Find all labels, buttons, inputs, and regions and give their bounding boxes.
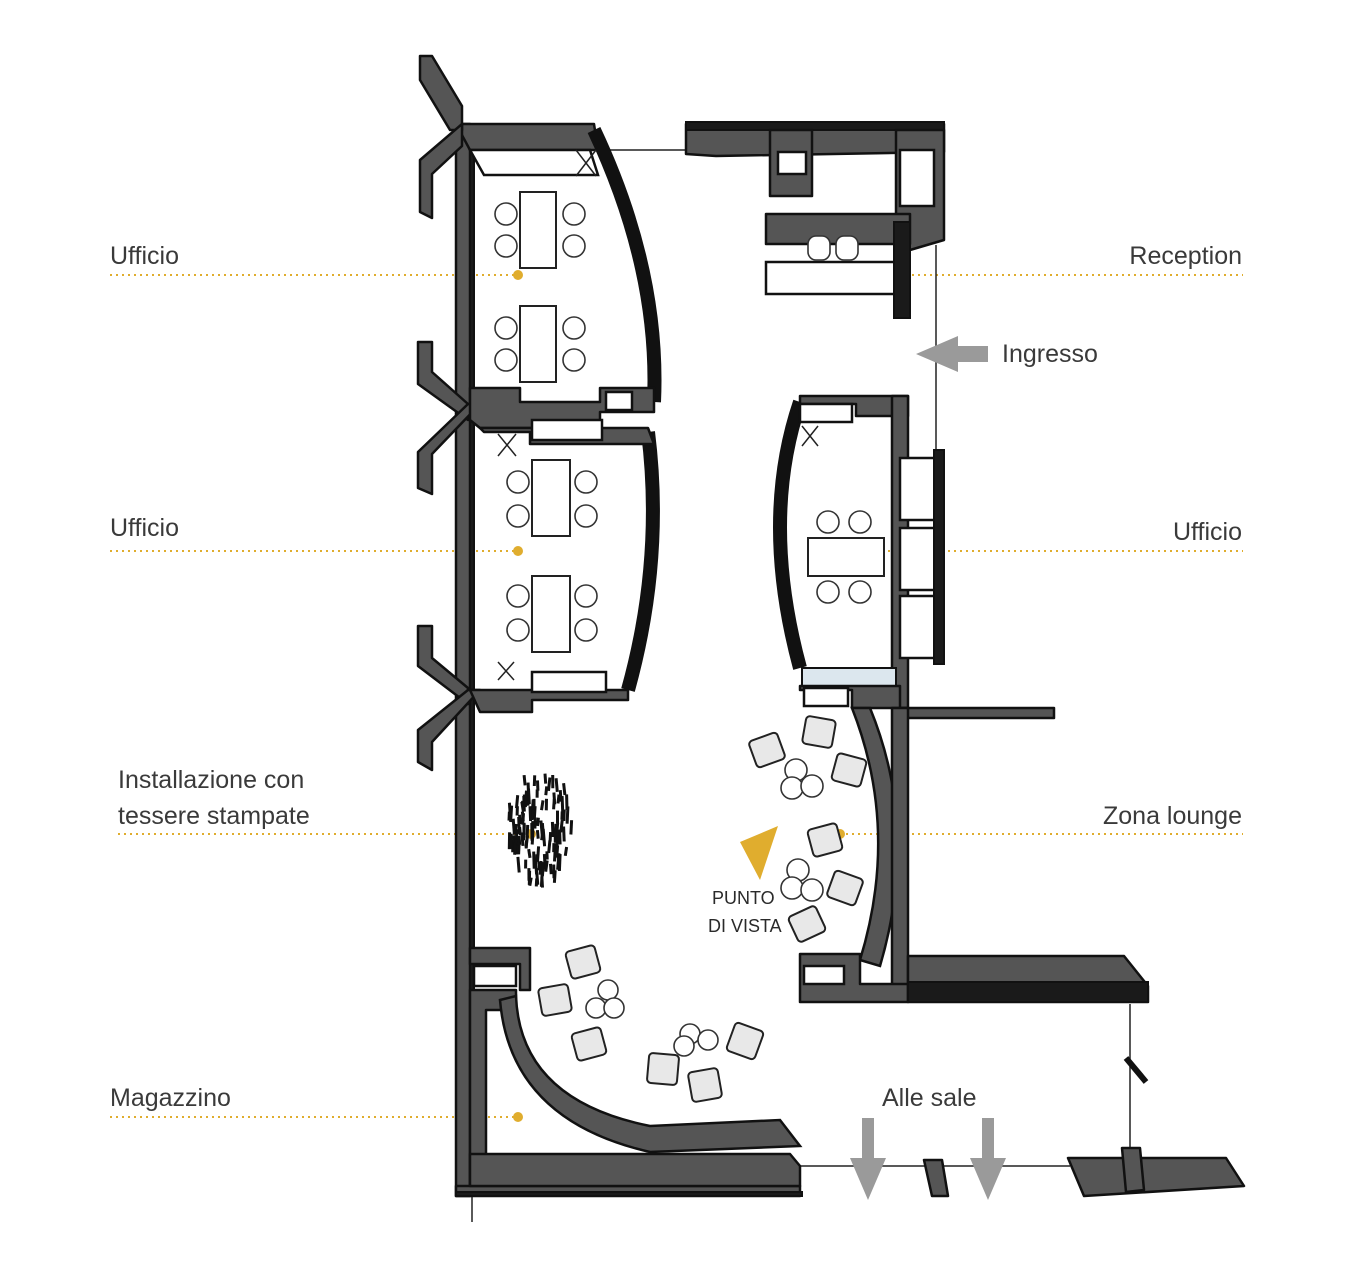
tile (523, 790, 528, 808)
tile (540, 822, 545, 839)
reception-block (684, 121, 946, 319)
label-di-vista: DI VISTA (708, 916, 782, 936)
tile (536, 817, 540, 827)
left-wall-block (416, 54, 600, 1198)
tile (522, 824, 526, 841)
tile (552, 792, 557, 805)
tile (544, 860, 549, 872)
tile (511, 818, 516, 835)
tile-installation (507, 773, 574, 888)
tile (569, 820, 574, 835)
label-punto: PUNTO (712, 888, 775, 908)
tile (517, 816, 521, 834)
tile (554, 841, 559, 858)
label-zona-lounge: Zona lounge (1103, 802, 1242, 830)
tile (556, 794, 561, 804)
tile (540, 861, 545, 877)
tile (550, 821, 555, 838)
tile (562, 783, 567, 796)
office-right (773, 394, 1056, 720)
tile (547, 840, 552, 854)
bottom-right-elements (850, 1056, 1246, 1200)
tile (559, 819, 564, 833)
tile (540, 877, 544, 888)
tile (544, 786, 549, 796)
tile (540, 800, 545, 811)
tile (516, 836, 521, 846)
tile (527, 788, 531, 805)
tile (530, 808, 535, 819)
armchairs-lower (537, 944, 765, 1103)
tile (534, 854, 539, 866)
label-ufficio-mid: Ufficio (110, 514, 179, 542)
label-installazione-2: tessere stampate (118, 802, 310, 830)
tile (522, 774, 527, 786)
viewpoint-marker (740, 826, 778, 880)
tile (525, 824, 530, 838)
label-ingresso: Ingresso (1002, 340, 1098, 368)
tile (513, 839, 518, 855)
armchairs-right (748, 715, 868, 943)
tile (547, 777, 552, 792)
tile (528, 877, 533, 887)
tile (535, 829, 540, 839)
lounge-right (748, 706, 1150, 1004)
tile (549, 863, 553, 875)
tile (521, 813, 525, 825)
tile (509, 836, 514, 850)
tile (562, 826, 566, 842)
tile (532, 851, 536, 869)
chairs-right-office (816, 510, 872, 604)
entrance-arrow (916, 336, 988, 372)
labels: Ufficio Ufficio Installazione con tesser… (110, 242, 1242, 1112)
label-reception: Reception (1129, 242, 1242, 270)
tile (562, 809, 566, 821)
tile (563, 846, 569, 857)
label-ufficio-top: Ufficio (110, 242, 179, 270)
tile (528, 806, 533, 822)
label-alle-sale: Alle sale (882, 1084, 977, 1112)
tile (530, 831, 535, 845)
tile (543, 773, 548, 784)
storage-block (454, 946, 803, 1198)
tile (554, 778, 559, 793)
chairs-mid-office (506, 470, 598, 642)
tile (565, 806, 570, 824)
tile (534, 865, 539, 875)
tile (558, 790, 563, 802)
label-magazzino: Magazzino (110, 1084, 231, 1112)
label-ufficio-right: Ufficio (1173, 518, 1242, 546)
tile (556, 855, 561, 870)
tile (516, 856, 521, 873)
office-top-left (468, 127, 662, 430)
label-installazione-1: Installazione con (118, 766, 304, 794)
tile (548, 832, 553, 842)
office-mid-left (468, 418, 660, 714)
chairs-top-office (494, 202, 586, 372)
tile (527, 848, 532, 859)
tile (515, 795, 520, 809)
